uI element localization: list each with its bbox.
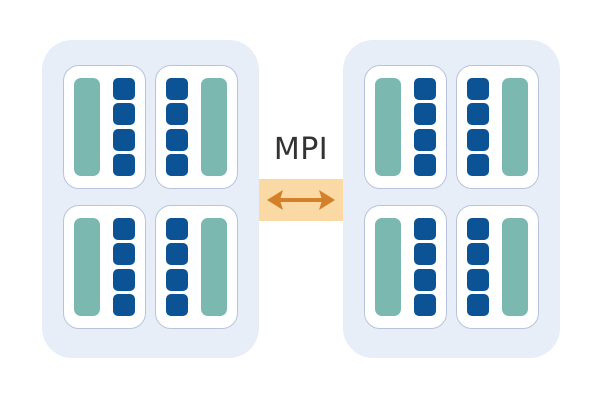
core-unit [414, 128, 436, 151]
memory-bar [375, 218, 401, 316]
node-left [42, 40, 259, 358]
core-stack [166, 78, 188, 176]
core-unit [113, 218, 135, 240]
node-left-socket-1 [155, 65, 238, 189]
memory-bar [74, 218, 100, 316]
memory-bar [201, 218, 227, 316]
core-unit [467, 218, 489, 240]
node-left-socket-0 [63, 65, 146, 189]
core-unit [467, 243, 489, 266]
core-unit [414, 293, 436, 316]
core-stack [113, 218, 135, 316]
memory-bar [74, 78, 100, 176]
core-unit [113, 293, 135, 316]
core-unit [113, 153, 135, 176]
node-left-socket-3 [155, 205, 238, 329]
core-unit [166, 153, 188, 176]
core-unit [467, 128, 489, 151]
core-stack [414, 78, 436, 176]
core-unit [414, 218, 436, 240]
core-unit [414, 153, 436, 176]
memory-bar [201, 78, 227, 176]
core-unit [166, 78, 188, 100]
core-stack [414, 218, 436, 316]
node-right-socket-0 [364, 65, 447, 189]
core-unit [414, 103, 436, 126]
memory-bar [502, 78, 528, 176]
mpi-label: MPI [273, 132, 329, 167]
core-unit [467, 268, 489, 291]
core-unit [414, 268, 436, 291]
core-unit [166, 103, 188, 126]
core-unit [414, 78, 436, 100]
core-unit [467, 78, 489, 100]
core-unit [467, 293, 489, 316]
core-unit [166, 293, 188, 316]
core-unit [467, 153, 489, 176]
core-unit [414, 243, 436, 266]
double-arrow-horizontal-icon [267, 190, 335, 210]
core-unit [113, 128, 135, 151]
core-unit [166, 268, 188, 291]
node-left-socket-2 [63, 205, 146, 329]
node-right-socket-1 [456, 65, 539, 189]
core-unit [113, 243, 135, 266]
node-right-socket-2 [364, 205, 447, 329]
node-right [343, 40, 560, 358]
core-stack [467, 78, 489, 176]
core-stack [113, 78, 135, 176]
node-right-socket-3 [456, 205, 539, 329]
memory-bar [375, 78, 401, 176]
core-stack [467, 218, 489, 316]
core-unit [113, 268, 135, 291]
core-unit [166, 218, 188, 240]
core-unit [113, 103, 135, 126]
core-unit [166, 243, 188, 266]
core-unit [113, 78, 135, 100]
core-unit [467, 103, 489, 126]
memory-bar [502, 218, 528, 316]
core-stack [166, 218, 188, 316]
mpi-link-band [259, 179, 343, 221]
core-unit [166, 128, 188, 151]
